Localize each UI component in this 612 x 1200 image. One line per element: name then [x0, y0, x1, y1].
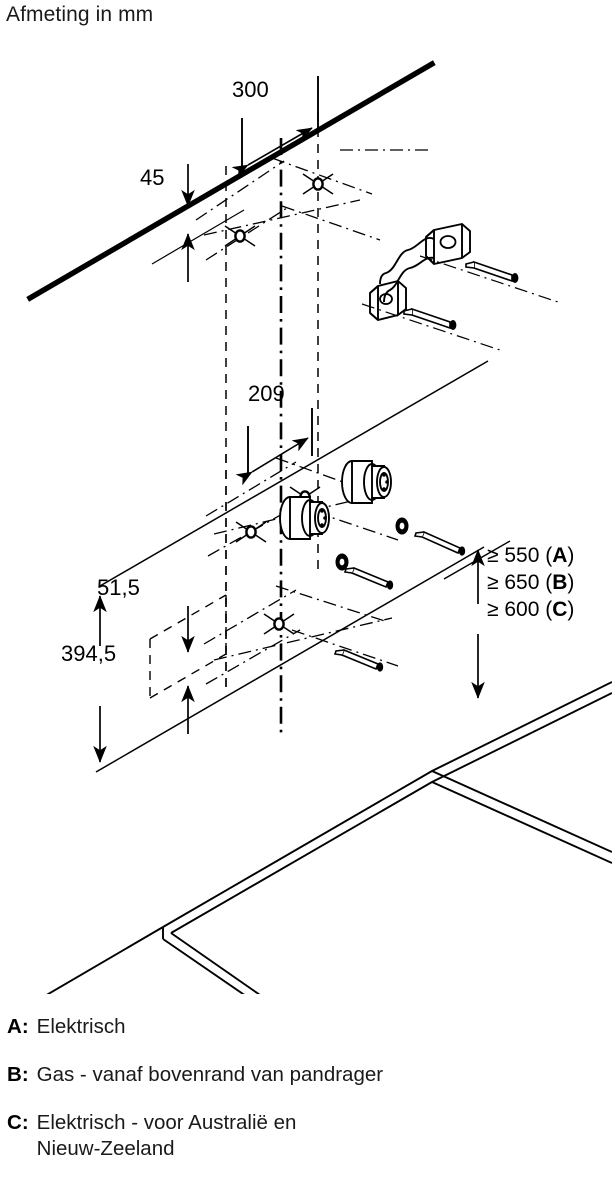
clearance-value-b: 650 — [504, 571, 540, 594]
legend-key-c-text: C — [7, 1111, 22, 1134]
dimension-label-300: 300 — [232, 77, 269, 102]
dimension-300 — [231, 76, 319, 179]
wall-plug-upper — [341, 460, 392, 504]
hole-marker-upper-left — [224, 225, 256, 247]
dimension-label-45: 45 — [140, 165, 165, 190]
countertop-outline — [46, 681, 612, 994]
legend-key-c: C: — [7, 1111, 29, 1134]
dimension-clearance — [443, 540, 511, 699]
legend: A: Elektrisch B: Gas - vanaf bovenrand v… — [0, 1014, 612, 1184]
legend-text-b: Gas - vanaf bovenrand van pandrager — [36, 1063, 384, 1086]
bracket-screw-upper — [419, 255, 559, 303]
legend-item-b: B: Gas - vanaf bovenrand van pandrager — [0, 1062, 612, 1088]
reference-plane — [95, 360, 489, 773]
clearance-line-c: ≥ 600 (C) — [487, 598, 575, 621]
legend-item-a: A: Elektrisch — [0, 1014, 612, 1040]
hood-footprint-outline — [149, 594, 227, 699]
legend-key-a-text: A — [7, 1015, 22, 1038]
legend-key-b: B: — [7, 1063, 29, 1086]
hole-marker-lower — [263, 613, 295, 635]
technical-drawing — [0, 34, 612, 994]
wall-plug-lower — [279, 496, 330, 540]
wall-line — [26, 60, 436, 302]
clearance-op-b: ≥ — [487, 571, 499, 594]
dimension-label-51-5: 51,5 — [97, 575, 140, 600]
dimension-209 — [235, 408, 313, 486]
lower-hole-axes — [203, 585, 399, 685]
clearance-value-a: 550 — [504, 544, 540, 567]
legend-text-c: Elektrisch - voor Australië en Nieuw-Zee… — [36, 1111, 297, 1160]
clearance-op-c: ≥ — [487, 598, 499, 621]
page-title: Afmeting in mm — [6, 3, 154, 26]
bracket-screw-lower — [361, 303, 501, 351]
dimension-label-209: 209 — [248, 381, 285, 406]
dimension-45 — [151, 164, 245, 282]
clearance-value-c: 600 — [504, 598, 540, 621]
hole-marker-middle-left — [235, 521, 267, 543]
drawing-canvas — [26, 60, 612, 994]
anchor-screw-upper — [413, 530, 466, 556]
washer-upper — [395, 517, 409, 535]
wall-bracket — [369, 222, 471, 322]
clearance-key-a: A — [552, 544, 568, 567]
dimension-label-394-5: 394,5 — [61, 641, 117, 666]
clearance-key-c: C — [552, 598, 568, 621]
clearance-op-a: ≥ — [487, 544, 499, 567]
anchor-screw-bottom — [333, 648, 384, 672]
clearance-line-a: ≥ 550 (A) — [487, 544, 575, 567]
legend-key-a: A: — [7, 1015, 29, 1038]
upper-hole-axes — [195, 149, 432, 261]
clearance-requirements: ≥ 550 (A) ≥ 650 (B) ≥ 600 (C) — [487, 542, 574, 623]
legend-text-a: Elektrisch — [36, 1015, 126, 1038]
legend-key-b-text: B — [7, 1063, 22, 1086]
anchor-screw-lower — [343, 566, 394, 590]
clearance-key-b: B — [552, 571, 568, 594]
washer-lower — [335, 553, 349, 571]
clearance-line-b: ≥ 650 (B) — [487, 571, 575, 594]
legend-item-c: C: Elektrisch - voor Australië en Nieuw-… — [0, 1110, 612, 1162]
